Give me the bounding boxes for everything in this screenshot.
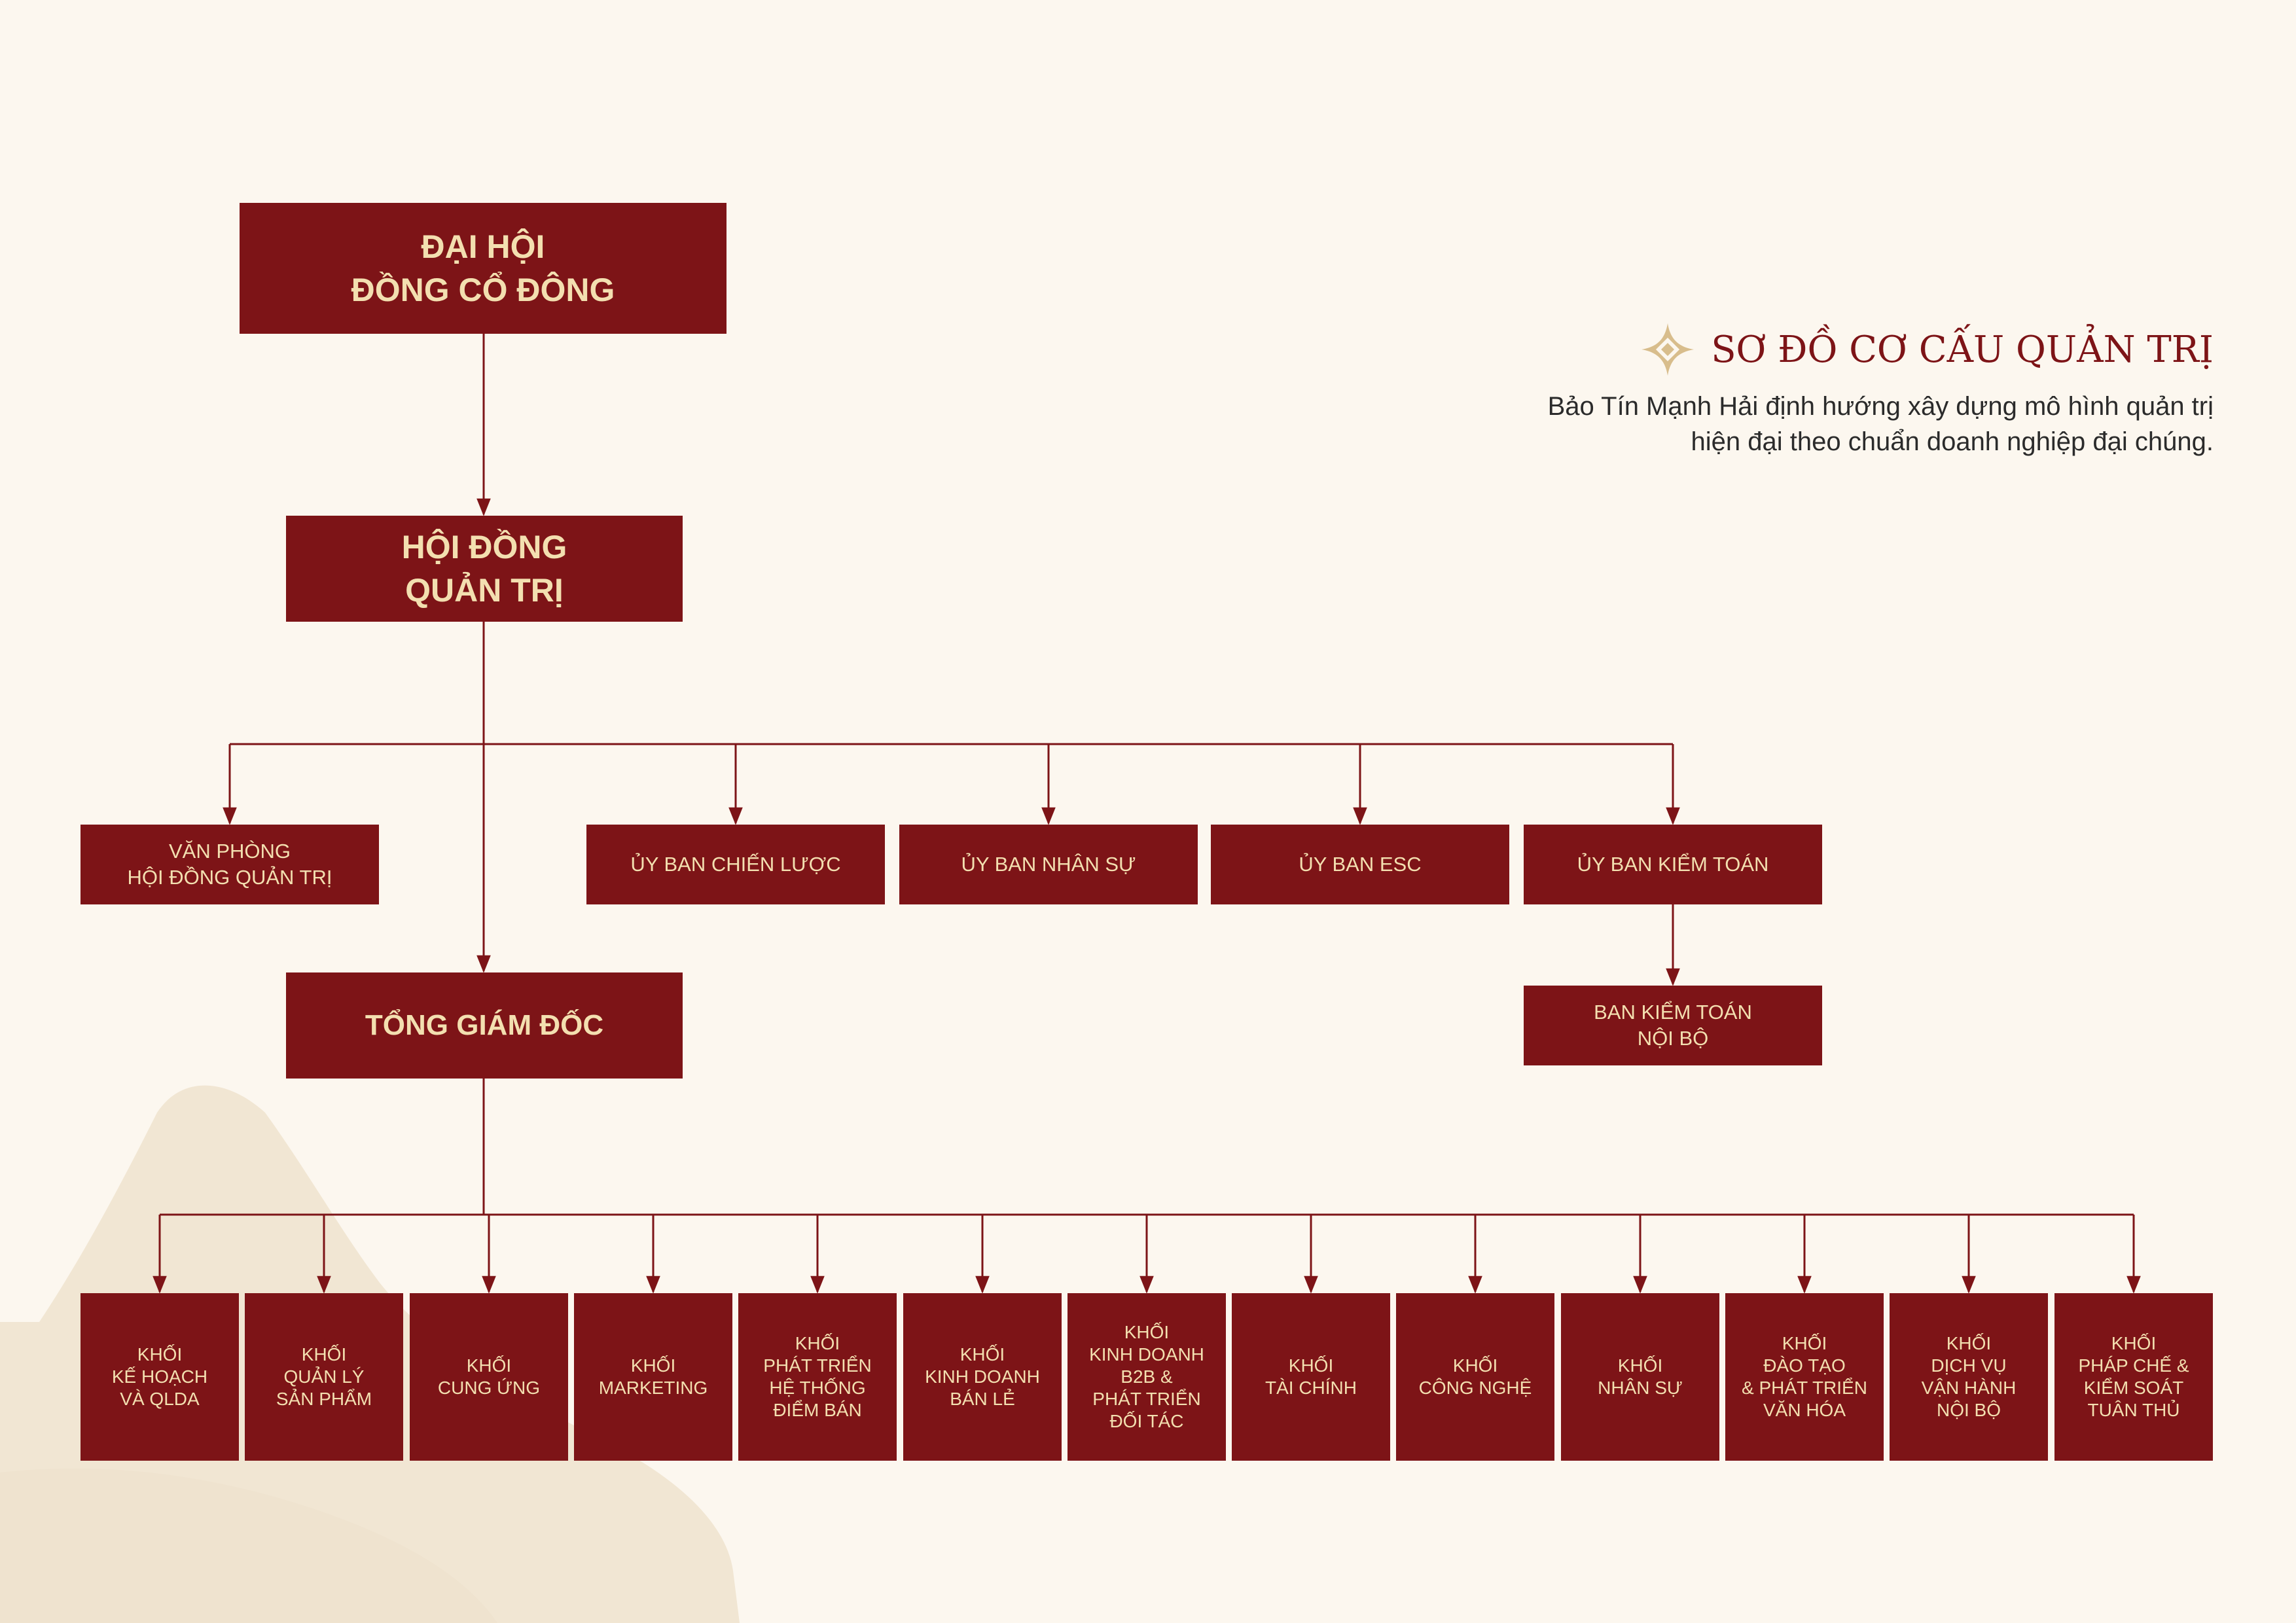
division-box[interactable]: KHỐI MARKETING [574,1293,732,1461]
division-box[interactable]: KHỐI KINH DOANH BÁN LẺ [903,1293,1062,1461]
division-label: KHỐI NHÂN SỰ [1598,1355,1683,1398]
division-label: KHỐI CÔNG NGHỆ [1418,1355,1532,1398]
division-label: KHỐI CUNG ỨNG [437,1355,541,1398]
node-uy-ban-nhan-su[interactable]: ỦY BAN NHÂN SỰ [899,825,1198,904]
division-box[interactable]: KHỐI PHÁT TRIỂN HỆ THỐNG ĐIỂM BÁN [738,1293,897,1461]
division-box[interactable]: KHỐI ĐÀO TẠO & PHÁT TRIỂN VĂN HÓA [1725,1293,1884,1461]
division-box[interactable]: KHỐI QUẢN LÝ SẢN PHẨM [245,1293,403,1461]
division-label: KHỐI ĐÀO TẠO & PHÁT TRIỂN VĂN HÓA [1742,1333,1867,1420]
node-label: ỦY BAN NHÂN SỰ [961,853,1136,876]
division-box[interactable]: KHỐI CÔNG NGHỆ [1396,1293,1554,1461]
division-box[interactable]: KHỐI PHÁP CHẾ & KIỂM SOÁT TUÂN THỦ [2054,1293,2213,1461]
division-label: KHỐI PHÁT TRIỂN HỆ THỐNG ĐIỂM BÁN [763,1333,872,1420]
division-box[interactable]: KHỐI KẾ HOẠCH VÀ QLDA [81,1293,239,1461]
division-label: KHỐI QUẢN LÝ SẢN PHẨM [276,1344,372,1409]
division-label: KHỐI KINH DOANH BÁN LẺ [925,1344,1040,1409]
node-uy-ban-esc[interactable]: ỦY BAN ESC [1211,825,1509,904]
division-box[interactable]: KHỐI KINH DOANH B2B & PHÁT TRIỂN ĐỐI TÁC [1067,1293,1226,1461]
page-title: SƠ ĐỒ CƠ CẤU QUẢN TRỊ [1711,328,2214,371]
node-label: BAN KIỂM TOÁN NỘI BỘ [1594,1001,1752,1050]
division-box[interactable]: KHỐI TÀI CHÍNH [1232,1293,1390,1461]
division-label: KHỐI DỊCH VỤ VẬN HÀNH NỘI BỘ [1921,1333,2017,1420]
division-box[interactable]: KHỐI CUNG ỨNG [410,1293,568,1461]
division-label: KHỐI MARKETING [598,1355,708,1398]
node-hoi-dong-quan-tri[interactable]: HỘI ĐỒNG QUẢN TRỊ [286,516,683,622]
background-mountain-shadow [0,1468,497,1623]
node-uy-ban-chien-luoc[interactable]: ỦY BAN CHIẾN LƯỢC [586,825,885,904]
division-box[interactable]: KHỐI NHÂN SỰ [1561,1293,1719,1461]
node-tong-giam-doc[interactable]: TỔNG GIÁM ĐỐC [286,972,683,1079]
diamond-star-icon [1641,323,1695,376]
division-label: KHỐI KẾ HOẠCH VÀ QLDA [111,1344,208,1409]
node-dai-hoi-dong-co-dong[interactable]: ĐẠI HỘI ĐỒNG CỔ ĐÔNG [240,203,726,334]
node-label: ỦY BAN KIỂM TOÁN [1577,853,1769,876]
division-label: KHỐI PHÁP CHẾ & KIỂM SOÁT TUÂN THỦ [2078,1333,2189,1420]
page-subtitle: Bảo Tín Mạnh Hải định hướng xây dựng mô … [1547,392,2214,456]
node-label: ỦY BAN CHIẾN LƯỢC [630,853,841,876]
node-label: TỔNG GIÁM ĐỐC [365,1009,604,1041]
node-ban-kiem-toan-noi-bo[interactable]: BAN KIỂM TOÁN NỘI BỘ [1524,986,1822,1065]
node-label: ĐẠI HỘI ĐỒNG CỔ ĐÔNG [351,228,615,308]
title-block: SƠ ĐỒ CƠ CẤU QUẢN TRỊ Bảo Tín Mạnh Hải đ… [1548,322,2214,459]
connector-lines [152,334,2141,1294]
node-label: ỦY BAN ESC [1299,853,1422,876]
node-uy-ban-kiem-toan[interactable]: ỦY BAN KIỂM TOÁN [1524,825,1822,904]
division-label: KHỐI TÀI CHÍNH [1265,1355,1357,1398]
node-van-phong-hdqt[interactable]: VĂN PHÒNG HỘI ĐỒNG QUẢN TRỊ [81,825,379,904]
division-box[interactable]: KHỐI DỊCH VỤ VẬN HÀNH NỘI BỘ [1890,1293,2048,1461]
title-row: SƠ ĐỒ CƠ CẤU QUẢN TRỊ [1548,322,2214,377]
node-label: VĂN PHÒNG HỘI ĐỒNG QUẢN TRỊ [127,840,332,889]
node-label: HỘI ĐỒNG QUẢN TRỊ [401,529,567,609]
division-label: KHỐI KINH DOANH B2B & PHÁT TRIỂN ĐỐI TÁC [1089,1322,1204,1431]
